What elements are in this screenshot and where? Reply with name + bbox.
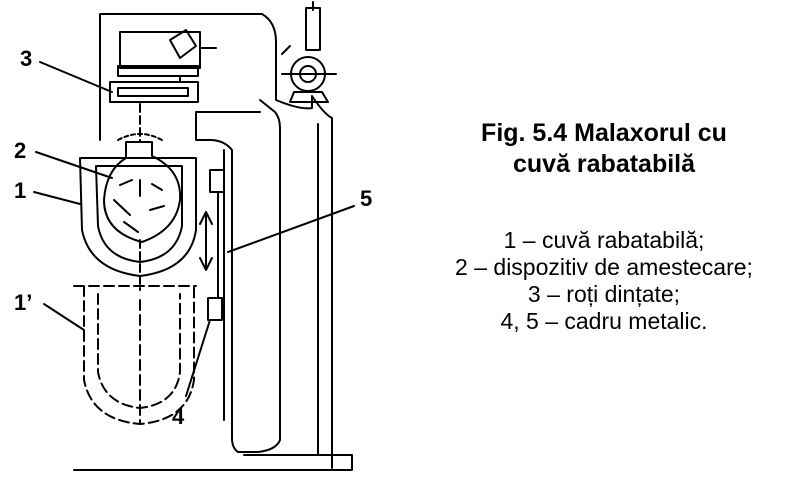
- base: [73, 454, 353, 471]
- mixer-drawing: 3 2 1 1’ 4 5: [14, 1, 372, 471]
- callout-1: 1: [14, 178, 26, 203]
- legend-item: 3 – roți dințate;: [527, 281, 681, 307]
- legend-item: 2 – dispozitiv de amestecare;: [455, 254, 753, 280]
- frame-clamp-lower: [207, 297, 223, 321]
- callout-3: 3: [20, 46, 32, 71]
- frame-clamp-upper: [209, 169, 225, 193]
- callout-5: 5: [360, 186, 372, 211]
- legend-list: 1 – cuvă rabatabilă; 2 – dispozitiv de a…: [405, 227, 803, 335]
- indicator-tube: [305, 7, 321, 51]
- figure-caption: Fig. 5.4 Malaxorul cu cuvă rabatabilă 1 …: [405, 118, 803, 335]
- gear-upper: [117, 65, 199, 77]
- caption-title-line-2: cuvă rabatabilă: [512, 150, 696, 178]
- gear-lower: [109, 81, 199, 103]
- callout-1-prime: 1’: [14, 290, 32, 315]
- legend-item: 1 – cuvă rabatabilă;: [503, 227, 705, 253]
- legend-item: 4, 5 – cadru metalic.: [500, 308, 708, 334]
- callout-4: 4: [172, 404, 185, 429]
- column-front-edge: [195, 99, 281, 453]
- callout-2: 2: [14, 138, 26, 163]
- motor-housing: [119, 31, 201, 69]
- mixing-hook: [103, 141, 182, 243]
- machine-body-outline: [99, 13, 333, 469]
- caption-title-line-1: Fig. 5.4 Malaxorul cu: [481, 119, 727, 147]
